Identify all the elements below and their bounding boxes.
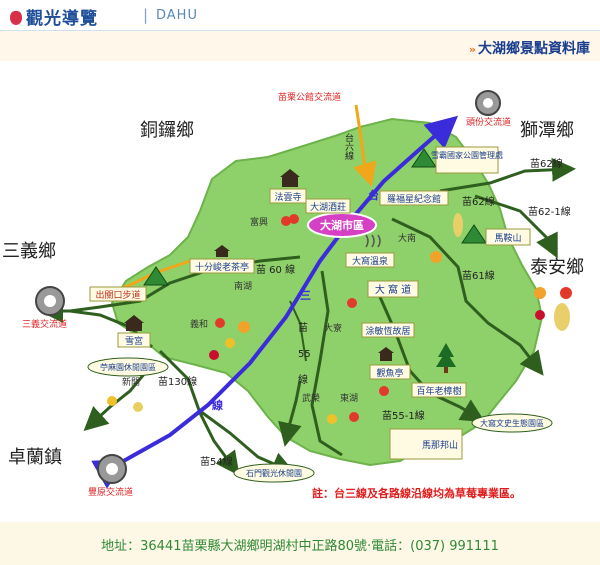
page-footer: 地址：36441苗栗縣大湖鄉明湖村中正路80號‧電話：(037) 991111 [0, 522, 600, 565]
database-link[interactable]: »大湖鄉景點資料庫 [469, 38, 590, 58]
attraction-xuebapark[interactable]: 雪霸國家公園管理處 [431, 146, 503, 174]
attraction-bainianlaozhangshu[interactable]: 百年老樟樹 [411, 382, 467, 398]
label-miao62a: 苗62線 [530, 157, 563, 170]
place-nanhu: 南湖 [234, 280, 252, 292]
label-miao55-1: 苗55-1線 [382, 409, 425, 422]
map-svg: 苗栗公館交流道 頭份交流道 三義交流道 豐原交流道 銅鑼鄉 獅潭鄉 三義鄉 泰安… [2, 90, 584, 500]
chuguankou-label: 出關口步道 [95, 289, 140, 301]
strawberry-icon [10, 11, 22, 25]
road-miao62 [439, 157, 576, 193]
tourism-map: 苗栗公館交流道 頭份交流道 三義交流道 豐原交流道 銅鑼鄉 獅潭鄉 三義鄉 泰安… [0, 61, 600, 521]
hot-spring-icon [365, 234, 381, 248]
shifenjun-label: 十分峻老茶亭 [195, 261, 249, 273]
attraction-chuguankou[interactable]: 出關口步道 [89, 286, 147, 302]
label-tai6: 台六線 [343, 132, 354, 160]
strawberry-note: 註：台三線及各路線沿線均為草莓專業區。 [312, 486, 521, 500]
region-tongluo: 銅鑼鄉 [140, 120, 194, 141]
dahu-downtown[interactable]: 大湖市區 [307, 212, 377, 238]
gongguan-label: 苗栗公館交流道 [278, 91, 341, 103]
place-dazhai: 大寮 [324, 322, 342, 334]
region-sanyi: 三義鄉 [2, 241, 56, 262]
page-header: 觀光導覽 | DAHU [0, 0, 600, 31]
label-miao130: 苗130線 [158, 375, 197, 388]
attraction-shimenpark[interactable]: 石門觀光休閒園 [233, 463, 315, 483]
label-miao55-c: 線 [298, 373, 308, 386]
fruit-icons [107, 213, 572, 424]
place-wurong: 武榮 [302, 392, 320, 404]
label-miao55-a: 苗 [298, 322, 308, 334]
attraction-luofuxing[interactable]: 羅福星紀念館 [379, 190, 449, 206]
toufen-interchange[interactable]: 頭份交流道 [466, 90, 511, 128]
interchange-hole [483, 98, 493, 108]
dawoecology-label: 大窩文史生態園區 [480, 418, 544, 428]
header-title: 觀光導覽 [26, 9, 98, 29]
label-tai3-b: 三 [300, 289, 311, 302]
place-fuyun: 富興 [250, 216, 268, 228]
xitianmen-label: 苧麻園休閒園區 [100, 362, 156, 372]
attraction-shifenjun[interactable]: 十分峻老茶亭 [189, 258, 255, 274]
xuebapark-label: 雪霸國家公園管理處 [431, 150, 503, 160]
downtown-label: 大湖市區 [320, 218, 364, 232]
label-miao61: 苗61線 [462, 269, 495, 282]
label-miao60: 苗 60 線 [256, 263, 295, 276]
road-tai3 [91, 115, 459, 489]
toufen-label: 頭份交流道 [466, 116, 511, 128]
place-donghu: 東湖 [340, 392, 358, 404]
attraction-fayunsi[interactable]: 法雲寺 [269, 188, 307, 204]
mananshan-label: 馬那邦山 [422, 439, 458, 451]
label-miao62-1: 苗62-1線 [528, 205, 571, 218]
footer-address: 地址：36441苗栗縣大湖鄉明湖村中正路80號‧電話：(037) 991111 [101, 539, 499, 554]
attraction-tumanshi[interactable]: 涂敏恆故居 [361, 322, 415, 338]
label-miao55-b: 55 [298, 349, 311, 360]
header-separator: | [143, 6, 149, 24]
attraction-xuegong[interactable]: 雪宮 [117, 332, 151, 348]
region-shitan: 獅潭鄉 [520, 120, 574, 141]
bainianlaozhangshu-label: 百年老樟樹 [416, 385, 461, 397]
interchange-hole [44, 295, 56, 307]
attraction-dawoecology[interactable]: 大窩文史生態園區 [471, 413, 553, 433]
dawodao-label: 大 窩 道 [375, 283, 411, 296]
gongguan-interchange[interactable]: 苗栗公館交流道 [278, 91, 341, 103]
sanyi-interchange-label: 三義交流道 [22, 318, 67, 330]
subheader-bar: »大湖鄉景點資料庫 [0, 31, 600, 61]
tree-icon [436, 343, 456, 373]
fengyuan-interchange[interactable]: 豐原交流道 [88, 454, 133, 498]
place-yihe: 義和 [190, 318, 208, 330]
zhuoyuting-label: 觀魚亭 [376, 367, 403, 379]
shimenpark-label: 石門觀光休閒園 [246, 468, 302, 478]
place-danan: 大南 [398, 232, 416, 244]
region-taian: 泰安鄉 [530, 257, 584, 278]
database-title: 大湖鄉景點資料庫 [478, 41, 590, 57]
sanyi-interchange[interactable]: 三義交流道 [22, 286, 67, 330]
place-xinkai: 新開 [122, 376, 140, 388]
attraction-dawowenquan[interactable]: 大窩溫泉 [345, 252, 395, 268]
tumanshi-label: 涂敏恆故居 [365, 325, 410, 337]
region-zhuolan: 卓蘭鎮 [8, 447, 62, 468]
xuegong-label: 雪宮 [125, 335, 143, 347]
fengyuan-label: 豐原交流道 [88, 486, 133, 498]
label-miao62b: 苗62線 [462, 195, 495, 208]
interchange-hole [106, 463, 118, 475]
dawowenquan-label: 大窩溫泉 [352, 255, 388, 267]
attraction-ciyunshan[interactable]: 馬鞍山 [485, 228, 531, 246]
attraction-dahujiuzhuang[interactable]: 大湖酒莊 [305, 198, 351, 214]
dahujiuzhuang-label: 大湖酒莊 [310, 201, 346, 213]
fayunsi-label: 法雲寺 [274, 191, 301, 203]
label-tai3-c: 線 [212, 398, 223, 412]
road-miao62-1 [474, 194, 558, 259]
label-tai3-a: 台 [368, 188, 379, 202]
attraction-mananshan[interactable]: 馬那邦山 [389, 428, 463, 460]
double-arrow-icon: » [468, 43, 476, 56]
pavilion-icon [124, 169, 394, 361]
attraction-dawodao[interactable]: 大 窩 道 [367, 280, 419, 298]
attraction-xitianmen[interactable]: 苧麻園休閒園區 [87, 357, 169, 377]
luofuxing-label: 羅福星紀念館 [387, 193, 441, 205]
ciyunshan-label: 馬鞍山 [494, 232, 521, 244]
header-subtitle: DAHU [156, 8, 198, 23]
label-miao54: 苗54線 [200, 455, 233, 468]
attraction-zhuoyuting[interactable]: 觀魚亭 [369, 364, 411, 380]
site-logo[interactable]: 觀光導覽 [10, 4, 98, 29]
